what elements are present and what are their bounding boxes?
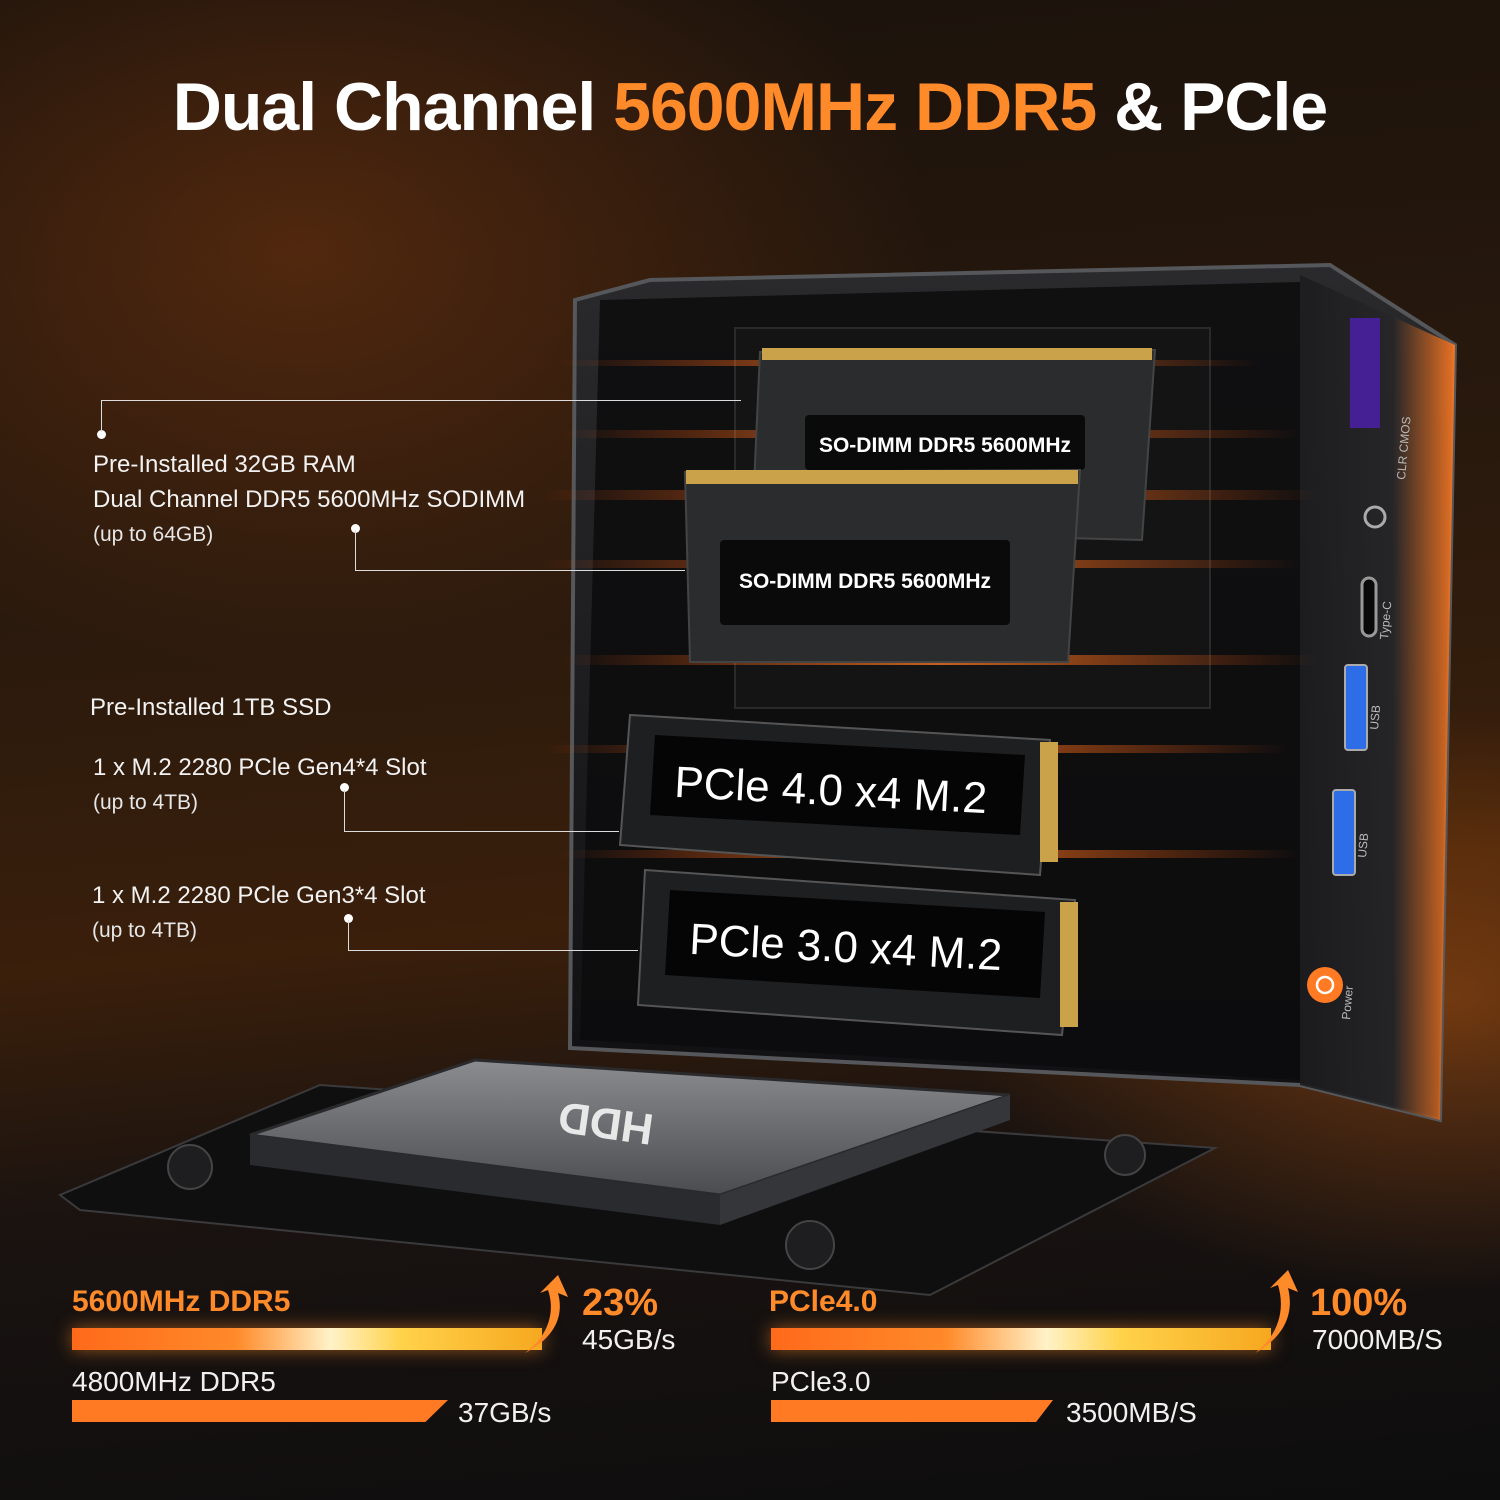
ram-top-label: SO-DIMM DDR5 5600MHz (819, 434, 1071, 457)
storage-new-speed: 7000MB/S (1312, 1324, 1443, 1355)
storage-new-label: PCle4.0 (769, 1285, 878, 1318)
memory-old-bar (72, 1400, 448, 1422)
storage-old-label: PCle3.0 (771, 1366, 871, 1397)
hdd-drive: HDD (249, 1058, 1011, 1225)
memory-old-speed: 37GB/s (458, 1397, 552, 1428)
storage-old-bar (771, 1400, 1053, 1422)
ssd-module-gen4: PCle 4.0 x4 M.2 (618, 713, 1058, 877)
type-c-label: Type-C (1377, 600, 1394, 640)
ssd-module-gen3: PCle 3.0 x4 M.2 (636, 868, 1078, 1037)
headline-accent: 5600MHz DDR5 (613, 69, 1097, 145)
usb2-label: USB (1355, 832, 1371, 858)
ram2-callout-dot (351, 524, 360, 533)
m2-gen3-callout-line (348, 920, 349, 951)
headline-part2: & PCle (1096, 69, 1328, 145)
m2-gen4-callout-line1: 1 x M.2 2280 PCle Gen4*4 Slot (93, 754, 427, 781)
ram-callout: Pre-Installed 32GB RAM Dual Channel DDR5… (93, 447, 525, 552)
ram-callout-line (101, 400, 102, 432)
usb1-label: USB (1367, 704, 1383, 730)
m2-gen3-callout-dot (344, 914, 353, 923)
ssd-callout-title: Pre-Installed 1TB SSD (90, 694, 332, 721)
clr-cmos-label: CLR CMOS (1394, 416, 1413, 480)
m2-gen4-callout-dot (340, 783, 349, 792)
memory-percent: 23% (582, 1282, 659, 1324)
ram-callout-dot (97, 430, 106, 439)
ram-callout-line3: (up to 64GB) (93, 523, 214, 546)
m2-gen3-callout-line2: (up to 4TB) (92, 919, 198, 942)
m2-gen3-callout-line (348, 950, 638, 951)
side-ports: CLR CMOS Type-C USB USB Power (1307, 318, 1414, 1020)
memory-new-speed: 45GB/s (582, 1324, 676, 1355)
memory-old-label: 4800MHz DDR5 (72, 1366, 276, 1397)
ram2-callout-line (355, 570, 685, 571)
mini-pc-illustration: HDD SO-DIMM DDR5 5600MHz SO-DIMM DDR5 56… (58, 262, 1458, 1297)
ram-bottom-label: SO-DIMM DDR5 5600MHz (739, 570, 991, 593)
storage-old-speed: 3500MB/S (1066, 1397, 1197, 1428)
ram-module-bottom: SO-DIMM DDR5 5600MHz (683, 468, 1082, 663)
ram-callout-line2: Dual Channel DDR5 5600MHz SODIMM (93, 486, 526, 513)
ram-callout-line1: Pre-Installed 32GB RAM (93, 451, 356, 478)
headline-part1: Dual Channel (172, 69, 614, 145)
storage-new-bar (771, 1328, 1271, 1350)
power-label: Power (1339, 985, 1356, 1020)
ram-callout-line (101, 400, 741, 401)
headline: Dual Channel 5600MHz DDR5 & PCle (0, 68, 1500, 146)
m2-gen4-callout-line (344, 831, 619, 832)
m2-gen4-callout-line2: (up to 4TB) (93, 791, 199, 814)
ram2-callout-line (355, 530, 356, 571)
m2-gen3-callout-line1: 1 x M.2 2280 PCle Gen3*4 Slot (92, 882, 426, 909)
m2-gen4-callout-line (344, 790, 345, 832)
storage-percent: 100% (1310, 1282, 1408, 1324)
storage-up-arrow-icon (1250, 1270, 1300, 1355)
m2-gen4-callout: 1 x M.2 2280 PCle Gen4*4 Slot (up to 4TB… (93, 750, 427, 820)
m2-gen3-callout: 1 x M.2 2280 PCle Gen3*4 Slot (up to 4TB… (92, 878, 426, 948)
memory-up-arrow-icon (520, 1275, 570, 1355)
memory-new-bar (72, 1328, 542, 1350)
memory-new-label: 5600MHz DDR5 (72, 1285, 291, 1318)
